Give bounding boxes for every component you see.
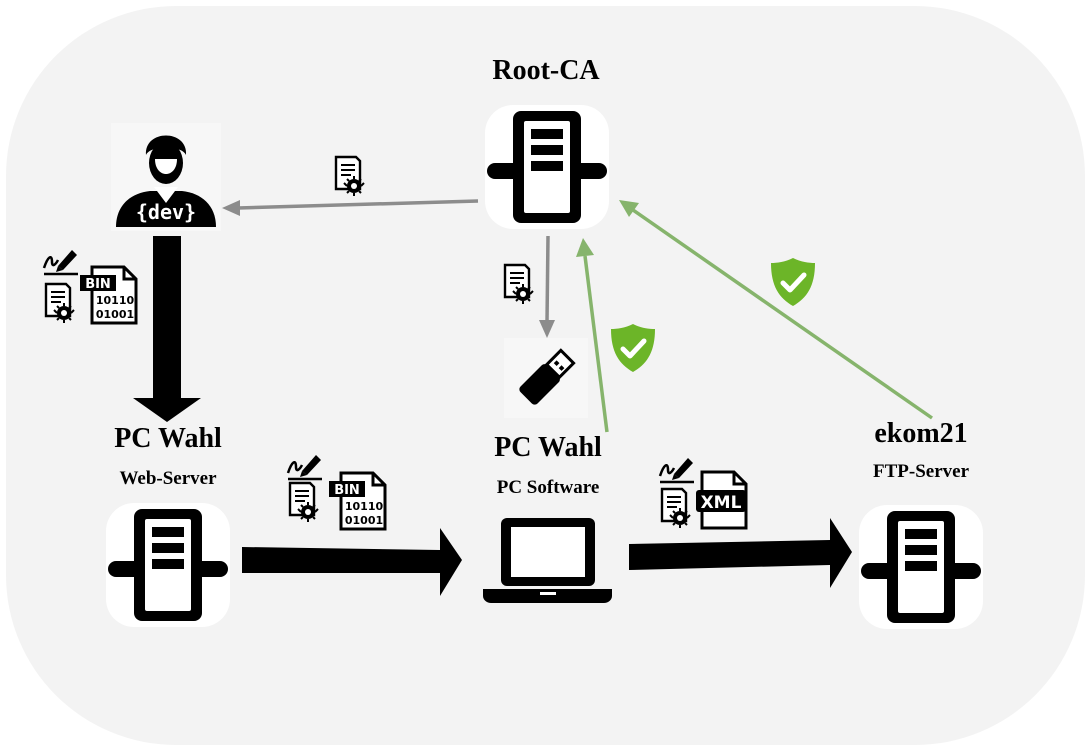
certificate-icon (44, 282, 76, 325)
ftp-subtitle: FTP-Server (872, 461, 969, 482)
webserver-icon (106, 503, 230, 627)
arrow-pcsoftware-to-rootca (576, 238, 609, 433)
usb-stick-icon (504, 338, 588, 418)
ftpserver-icon (859, 505, 983, 629)
bin-label: BIN (334, 483, 360, 498)
pcsoftware-title: PC Wahl (494, 432, 602, 463)
xml-label: XML (701, 493, 742, 513)
laptop-icon (483, 518, 612, 603)
developer-icon (111, 123, 221, 231)
arrow-rootca-to-dev (222, 199, 479, 216)
arrow-webserver-to-pcsoftware (242, 528, 462, 596)
bin-digits-line1: 10110 (96, 294, 135, 307)
bin-digits-line1: 10110 (345, 500, 384, 513)
bin-digits-line2: 01001 (96, 308, 134, 321)
bin-file-icon: BIN 10110 01001 (329, 471, 387, 531)
certificate-icon (660, 487, 692, 530)
bin-file-icon: BIN 10110 01001 (80, 265, 138, 325)
dev-badge: {dev} (136, 200, 196, 224)
rootca-server-icon (485, 105, 609, 229)
certificate-icon (334, 155, 366, 198)
arrow-rootca-to-usb (539, 235, 555, 338)
ftp-title: ekom21 (874, 418, 968, 449)
bin-label: BIN (85, 277, 111, 292)
xml-file-icon: XML (696, 470, 748, 530)
certificate-icon (288, 481, 320, 524)
arrow-dev-to-webserver (133, 236, 201, 422)
arrow-pcsoftware-to-ftp (629, 518, 852, 588)
webserver-title: PC Wahl (114, 423, 222, 454)
rootca-title: Root-CA (492, 55, 600, 86)
pcsoftware-subtitle: PC Software (496, 477, 600, 498)
certificate-icon (503, 263, 535, 306)
arrow-ekom21-to-rootca (619, 200, 933, 420)
webserver-subtitle: Web-Server (119, 468, 217, 489)
bin-digits-line2: 01001 (345, 514, 383, 527)
